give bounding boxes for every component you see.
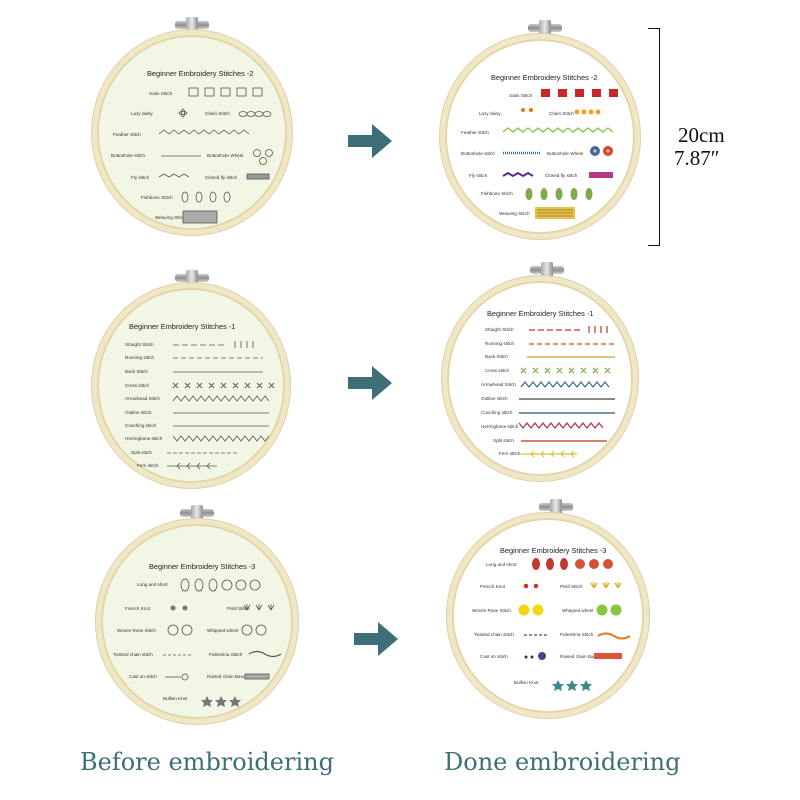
stitch-label: Running stitch bbox=[125, 355, 155, 360]
hoop-before-stitches-2: Beginner Embroidery Stitches -2 Satin St… bbox=[92, 30, 292, 235]
stitch-label: Raised chain Band bbox=[207, 674, 246, 679]
stitch-label: Woven Rose Stitch bbox=[117, 628, 156, 633]
stitch-label: Satin Stitch bbox=[149, 91, 173, 96]
stitch-label: Chain Stitch bbox=[205, 111, 230, 116]
stitch-label: Closed fly stitch bbox=[205, 175, 238, 180]
stitch-patterns bbox=[518, 558, 631, 691]
stitch-label: Back Stitch bbox=[125, 369, 148, 374]
stitch-label: Feather stitch bbox=[461, 130, 489, 135]
stitch-label: French Knot bbox=[125, 606, 151, 611]
stitch-label: Twisted chain stitch bbox=[474, 632, 514, 637]
stitch-label: Fern stitch bbox=[137, 463, 159, 468]
stitch-label: Herringbone stitch bbox=[481, 424, 519, 429]
caption-done: Done embroidering bbox=[444, 748, 681, 776]
caption-before: Before embroidering bbox=[80, 748, 334, 776]
stitch-label: Buttonhole Wheel bbox=[547, 151, 584, 156]
hoop-done-stitches-3: Beginner Embroidery Stitches -3 Long and… bbox=[447, 513, 649, 718]
stitch-label: Arrowhead Stitch bbox=[125, 396, 160, 401]
hoop-screw bbox=[528, 20, 562, 38]
dimension-inch: 7.87″ bbox=[674, 146, 720, 170]
stitch-label: Lazy daisy bbox=[131, 111, 153, 116]
hoop-screw bbox=[180, 505, 214, 523]
stitch-label: Raised chain Band bbox=[560, 654, 599, 659]
stitch-label: Pistil Stitch bbox=[560, 584, 583, 589]
hoop-screw bbox=[175, 270, 209, 288]
stitch-label: Back Stitch bbox=[485, 354, 508, 359]
stitch-label: Long and short bbox=[137, 582, 168, 587]
stitch-label: Woven Rose Stitch bbox=[472, 608, 511, 613]
stitch-label: Pistil Stitch bbox=[227, 606, 250, 611]
stitch-label: Couching stitch bbox=[481, 410, 513, 415]
stitch-label: Split stitch bbox=[131, 450, 152, 455]
stitch-label: Cross stitch bbox=[485, 368, 509, 373]
stitch-label: Fly stitch bbox=[131, 175, 150, 180]
stitch-patterns bbox=[502, 89, 618, 219]
stitch-label: Straight Stitch bbox=[125, 342, 154, 347]
stitch-label: Couching stitch bbox=[125, 423, 157, 428]
stitch-patterns bbox=[158, 87, 273, 224]
stitch-label: Running stitch bbox=[485, 341, 515, 346]
stitch-label: Arrowhead Stitch bbox=[481, 382, 516, 387]
arrow-right-icon bbox=[348, 366, 392, 400]
stitch-label: Bullion Knot bbox=[514, 680, 539, 685]
stitch-label: Whipped wheel bbox=[207, 628, 239, 633]
hoop-done-stitches-2: Beginner Embroidery Stitches -2 Satin St… bbox=[440, 34, 640, 239]
stitch-label: Feather stitch bbox=[113, 132, 141, 137]
dimension-cm: 20cm bbox=[678, 123, 725, 147]
hoop-screw bbox=[539, 499, 573, 517]
stitch-label: Outline stitch bbox=[125, 410, 152, 415]
stitch-patterns bbox=[518, 326, 615, 458]
arrow-right-icon bbox=[348, 124, 392, 158]
stitch-label: Weaving Stitch bbox=[155, 215, 186, 220]
stitch-label: Chain Stitch bbox=[549, 111, 574, 116]
hoop-screw bbox=[530, 262, 564, 280]
stitch-label: Cross stitch bbox=[125, 383, 149, 388]
hoop-screw bbox=[175, 17, 209, 35]
hoop-title: Beginner Embroidery Stitches -2 bbox=[491, 73, 598, 82]
stitch-label: Fishbone Stitch bbox=[141, 195, 173, 200]
stitch-label: Herringbone stitch bbox=[125, 436, 163, 441]
dimension-bracket bbox=[648, 28, 660, 246]
hoop-title: Beginner Embroidery Stitches -2 bbox=[147, 69, 254, 78]
hoop-before-stitches-1: Beginner Embroidery Stitches -1 Straight… bbox=[92, 283, 290, 488]
hoop-title: Beginner Embroidery Stitches -3 bbox=[500, 546, 607, 555]
hoop-title: Beginner Embroidery Stitches -1 bbox=[129, 322, 236, 331]
stitch-patterns bbox=[167, 341, 275, 470]
hoop-done-stitches-1: Beginner Embroidery Stitches -1 Straight… bbox=[442, 276, 638, 481]
stitch-label: Split stitch bbox=[493, 438, 514, 443]
stitch-label: Cast on stitch bbox=[129, 674, 157, 679]
stitch-label: Closed fly stitch bbox=[545, 173, 578, 178]
stitch-label: Buttonhole stitch bbox=[461, 151, 495, 156]
hoop-title: Beginner Embroidery Stitches -1 bbox=[487, 309, 594, 318]
hoop-title: Beginner Embroidery Stitches -3 bbox=[149, 562, 256, 571]
arrow-right-icon bbox=[354, 622, 398, 656]
stitch-label: Outline stitch bbox=[481, 396, 508, 401]
stitch-label: Fern stitch bbox=[499, 451, 521, 456]
stitch-label: Palestrina Stitch bbox=[209, 652, 243, 657]
stitch-label: Buttonhole stitch bbox=[111, 153, 145, 158]
stitch-patterns bbox=[163, 578, 282, 707]
stitch-label: Twisted chain stitch bbox=[113, 652, 153, 657]
stitch-label: Lazy daisy bbox=[479, 111, 501, 116]
stitch-label: Bullion Knot bbox=[163, 696, 188, 701]
stitch-label: Whipped wheel bbox=[562, 608, 594, 613]
stitch-label: Weaving Stitch bbox=[499, 211, 530, 216]
stitch-label: French Knot bbox=[480, 584, 506, 589]
stitch-label: Fishbone Stitch bbox=[481, 191, 513, 196]
stitch-label: Straight Stitch bbox=[485, 327, 514, 332]
stitch-label: Buttonhole Wheel bbox=[207, 153, 244, 158]
stitch-label: Fly stitch bbox=[469, 173, 488, 178]
stitch-label: Cast on stitch bbox=[480, 654, 508, 659]
stitch-label: Long and short bbox=[486, 562, 517, 567]
hoop-before-stitches-3: Beginner Embroidery Stitches -3 Long and… bbox=[96, 519, 298, 724]
stitch-label: Palestrina Stitch bbox=[560, 632, 594, 637]
stitch-label: Satin Stitch bbox=[509, 93, 533, 98]
